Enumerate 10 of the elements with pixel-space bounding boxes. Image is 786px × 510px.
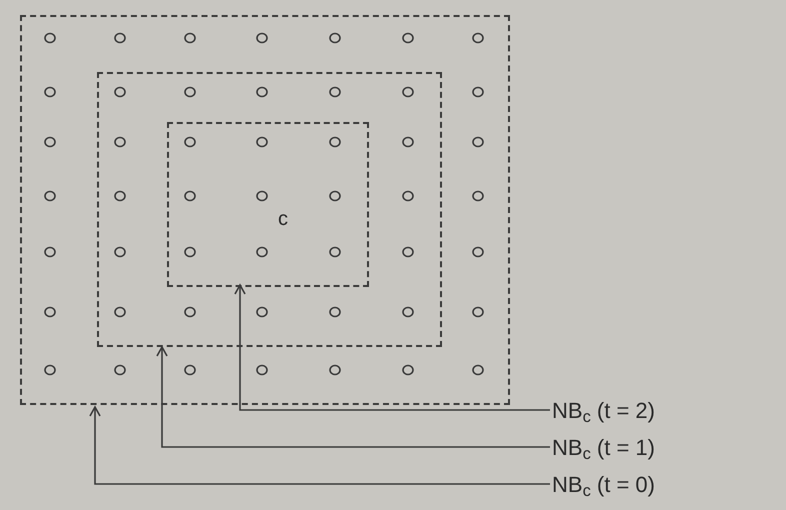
leader-arrow (89, 406, 550, 485)
neighborhood-label: NB$_{c}$ (t = 1) (552, 431, 777, 463)
leader-arrow (234, 284, 550, 411)
dashed-square (20, 15, 510, 405)
neighborhood-label: NB$_{c}$ (t = 2) (552, 394, 777, 426)
dashed-square (97, 72, 442, 347)
center-label: c (278, 207, 288, 232)
leader-arrow (156, 346, 550, 448)
neighborhood-label: NB$_{c}$ (t = 0) (552, 468, 777, 500)
dashed-square (167, 122, 369, 287)
